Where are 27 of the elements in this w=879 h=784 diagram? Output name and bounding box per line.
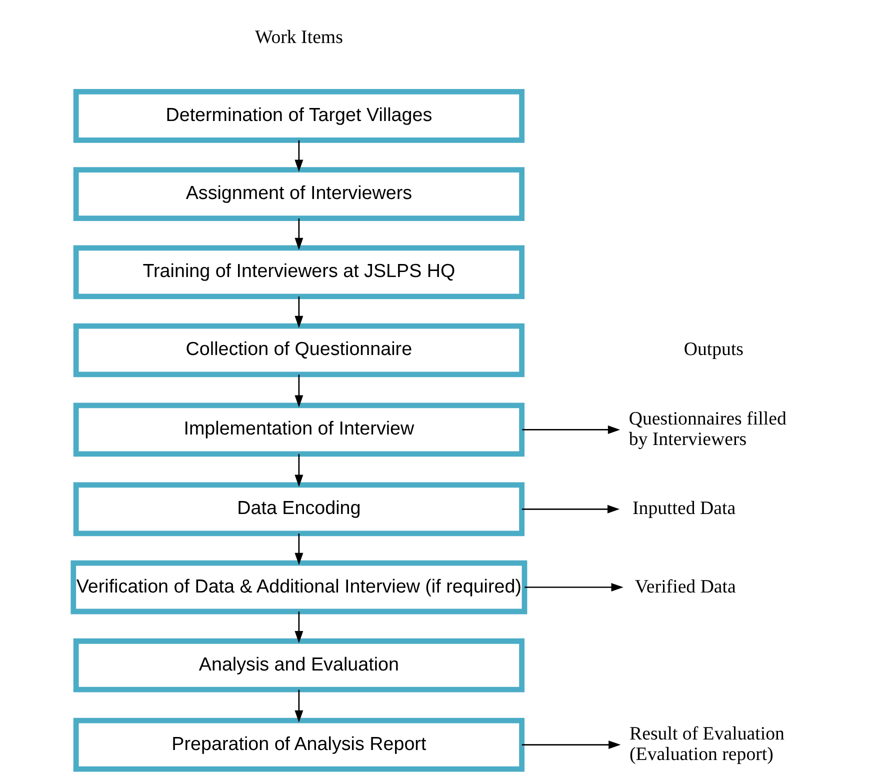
node-text: Inputted Data (632, 498, 736, 520)
arrow (294, 690, 303, 722)
node-box: Analysis and Evaluation (72, 638, 524, 692)
node-box: Determination of Target Villages (72, 89, 524, 143)
arrow (521, 740, 620, 750)
node-box: Training of Interviewers at JSLPS HQ (72, 245, 524, 300)
arrow (294, 454, 303, 487)
node-text: Result of Evaluation (Evaluation report) (629, 724, 784, 765)
arrow (521, 504, 620, 514)
arrow (294, 218, 303, 250)
arrow (524, 583, 623, 592)
label: Work Items (254, 26, 342, 48)
label: Outputs (683, 339, 744, 360)
node-box: Implementation of Interview (72, 402, 524, 457)
node-text: Verified Data (634, 576, 736, 598)
node-box: Data Encoding (72, 482, 524, 536)
node-box: Preparation of Analysis Report (72, 718, 524, 772)
arrow (294, 140, 303, 172)
node-box: Verification of Data & Additional Interview (if required) (70, 560, 527, 614)
arrow (294, 612, 303, 644)
node-box: Assignment of Interviewers (72, 167, 524, 221)
arrow (522, 425, 620, 434)
node-box: Collection of Questionnaire (72, 323, 524, 378)
arrow (294, 534, 303, 566)
arrow (294, 296, 303, 328)
arrow (294, 374, 303, 408)
node-text: Questionnaires filled by Interviewers (628, 408, 786, 450)
